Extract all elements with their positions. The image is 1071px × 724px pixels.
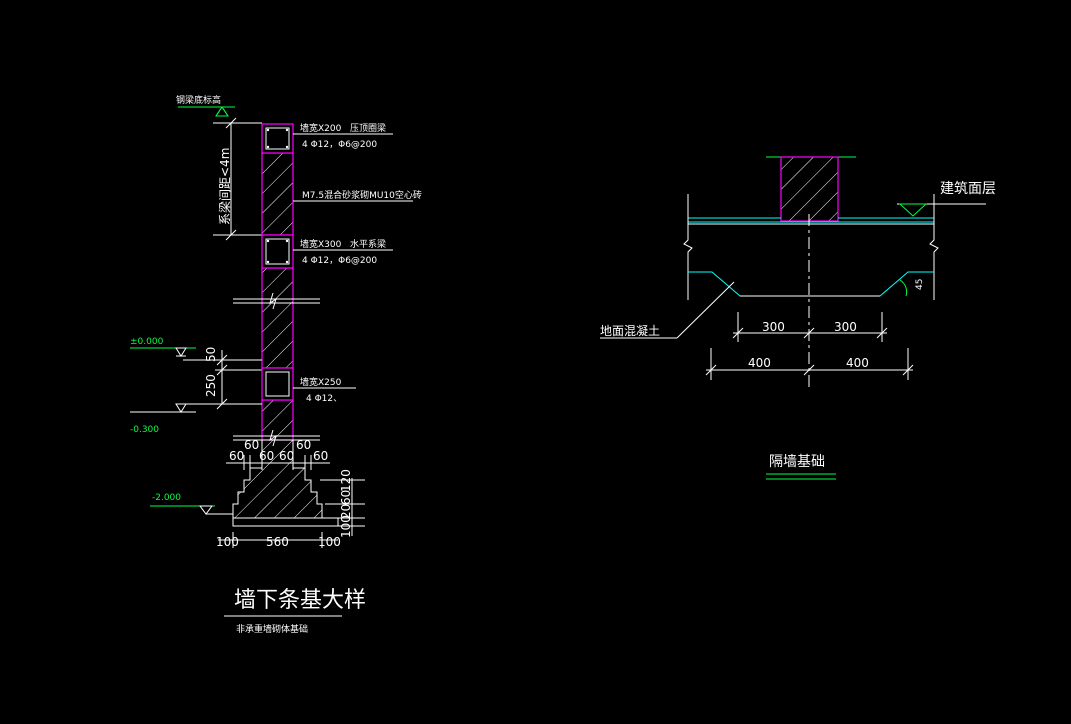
cap-beam-rebar: 4 Φ12，Φ6@200 [302,140,377,150]
dim-60-f: 60 [313,449,328,463]
partition-wall-foundation-detail: 建筑面层 45 地面混凝土 300 300 [600,156,996,480]
top-elevation-marker [178,106,262,124]
mortar-label: M7.5混合砂浆砌MU10空心砖 [302,189,422,201]
dim-300-right: 300 [834,320,857,334]
dim-560: 560 [266,535,289,549]
partition-wall [780,156,839,222]
break-line-upper [233,292,320,310]
dim-50: 50 [204,347,218,362]
cap-beam-name: 压顶圈梁 [350,122,386,134]
concrete-label: 地面混凝土 [600,323,660,338]
floor-finish-layer [688,217,934,225]
footing-base-pad [232,517,339,527]
slab-bottom-profile [688,271,934,297]
dim-400-right: 400 [846,356,869,370]
left-subtitle: 非承重墙砌体基础 [236,623,308,635]
elevation-m2000-label: -2.000 [152,493,181,503]
wall-strip-foundation-detail: 钢梁底标高 系梁间距<4m 墙宽X200 压顶圈梁 4 Φ12，Φ6@200 M… [130,94,422,635]
elevation-zero-label: ±0.000 [130,337,164,347]
dim-60-d: 60 [279,449,294,463]
masonry-wall-upper [261,152,294,236]
spacing-label: 系梁间距<4m [217,148,232,225]
bot-beam-rebar: 4 Φ12、 [306,394,342,404]
cap-ring-beam [261,123,294,154]
dim-250: 250 [204,374,218,397]
right-title: 隔墙基础 [769,453,825,470]
dim-60-e: 60 [296,438,311,452]
floor-elevation-marker [898,203,928,217]
elevation-m0300-label: -0.300 [130,425,159,435]
top-elevation-label: 钢梁底标高 [176,94,221,106]
side-break-lines [683,194,939,300]
horizontal-tie-beam [261,234,294,269]
elevation-m0300-marker [130,403,262,413]
dim-60-a: 60 [229,449,244,463]
ground-beam [261,367,294,401]
slope-angle: 45 [915,279,925,290]
elevation-m2000-marker [150,505,233,515]
dim-120: 120 [339,469,353,492]
elevation-zero-marker [130,347,262,361]
dim-20-r: 20 [339,504,353,519]
dim-100-l: 100 [216,535,239,549]
cap-beam-size: 墙宽X200 [300,122,342,134]
dim-60-b: 60 [244,438,259,452]
masonry-wall-middle [261,267,294,369]
masonry-wall-lower [261,399,294,441]
floor-label: 建筑面层 [940,181,996,197]
mid-beam-name: 水平系梁 [350,238,386,250]
dim-60-r: 60 [339,490,353,505]
mid-beam-rebar: 4 Φ12，Φ6@200 [302,256,377,266]
mid-beam-size: 墙宽X300 [300,238,342,250]
dim-60-c: 60 [259,449,274,463]
dim-400-left: 400 [748,356,771,370]
left-title: 墙下条基大样 [234,588,366,613]
bot-beam-size: 墙宽X250 [300,376,342,388]
dim-100-r: 100 [339,515,353,538]
dim-100-b: 100 [318,535,341,549]
dim-300-left: 300 [762,320,785,334]
